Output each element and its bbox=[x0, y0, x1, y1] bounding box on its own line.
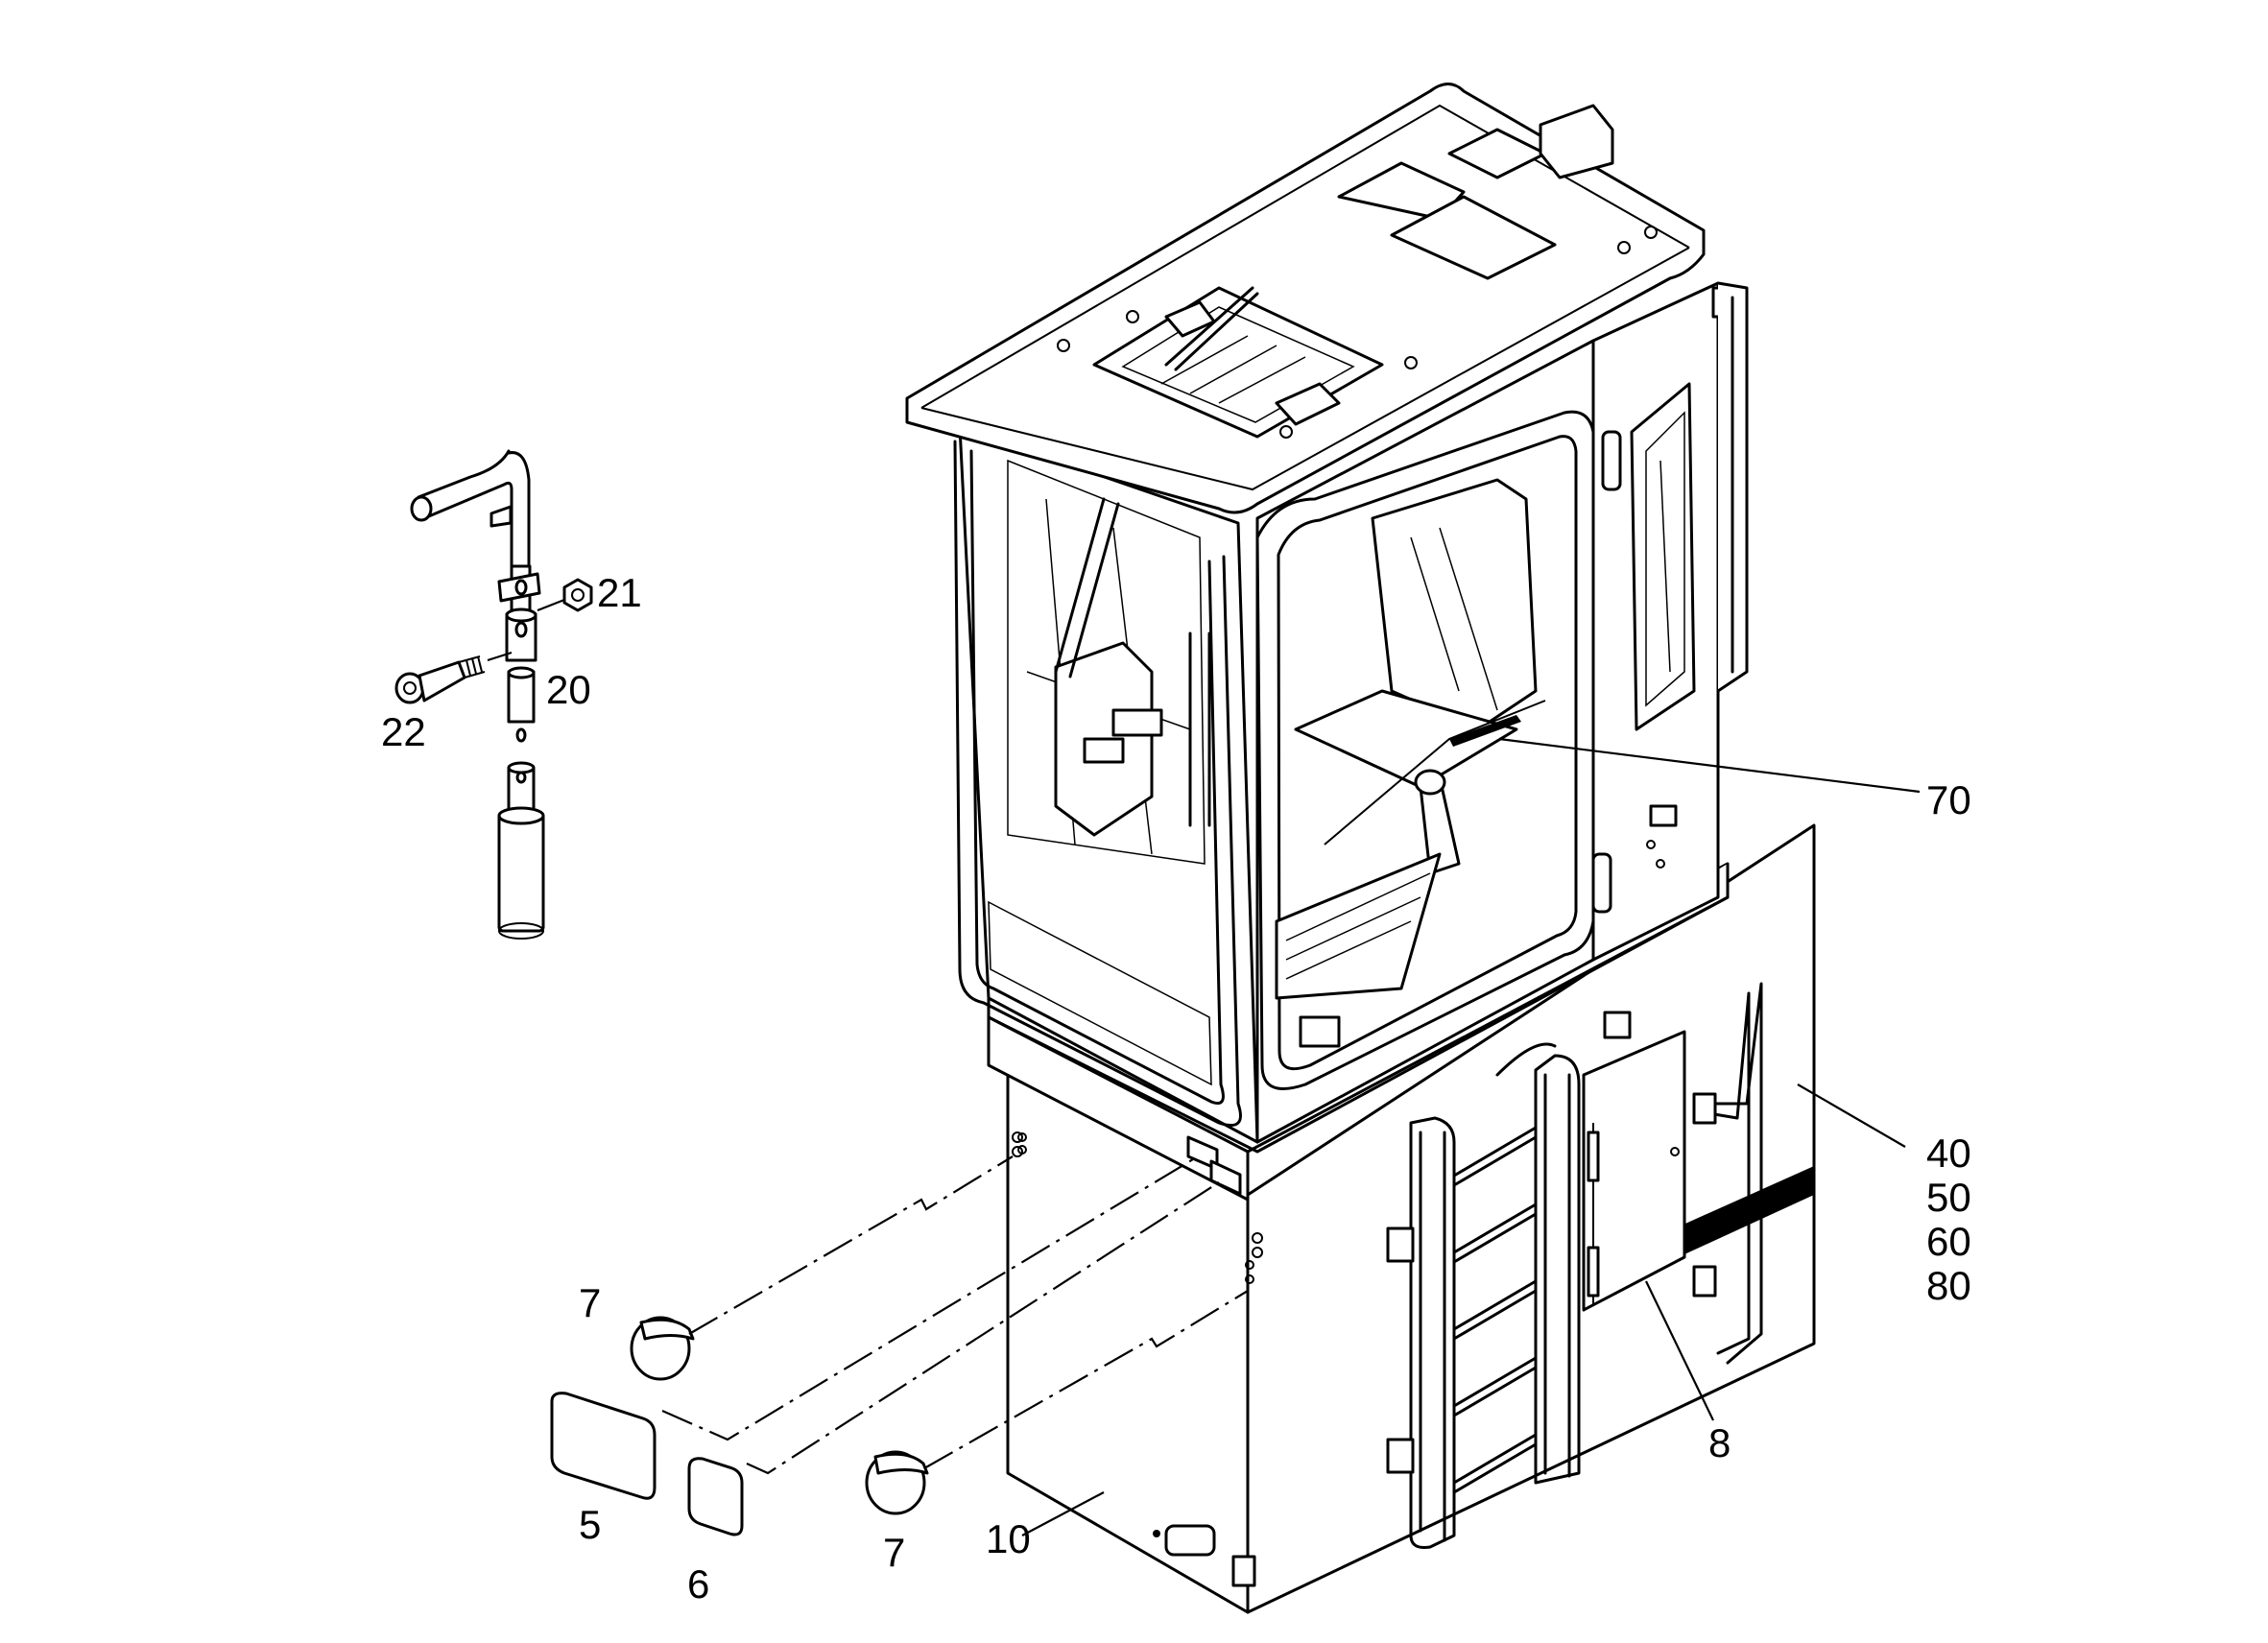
plate-5 bbox=[550, 1392, 657, 1500]
plate-6 bbox=[687, 1457, 744, 1536]
plug-lower bbox=[865, 1450, 929, 1515]
callout-7-upper: 7 bbox=[579, 1280, 601, 1325]
callout-70: 70 bbox=[1926, 777, 1971, 822]
callout-40: 40 bbox=[1926, 1131, 1971, 1176]
connector-plates bbox=[1012, 1131, 1263, 1258]
callout-labels: 21 20 22 70 40 50 60 80 8 7 5 6 7 10 bbox=[381, 570, 1971, 1607]
plug-upper-left bbox=[630, 1316, 695, 1381]
handle-assembly bbox=[394, 449, 593, 940]
ladder bbox=[1386, 1042, 1581, 1549]
side-door bbox=[1582, 982, 1763, 1365]
cab bbox=[905, 83, 1749, 1202]
callout-50: 50 bbox=[1926, 1175, 1971, 1220]
assembly-lines bbox=[661, 1155, 1249, 1475]
callout-60: 60 bbox=[1926, 1219, 1971, 1264]
callout-7-lower: 7 bbox=[883, 1530, 905, 1575]
callout-21: 21 bbox=[597, 570, 642, 615]
leader-lines bbox=[1021, 737, 1921, 1536]
callout-5: 5 bbox=[579, 1502, 601, 1547]
callout-22: 22 bbox=[381, 709, 426, 754]
callout-6: 6 bbox=[687, 1561, 709, 1607]
callout-8: 8 bbox=[1708, 1420, 1731, 1465]
callout-10: 10 bbox=[986, 1516, 1031, 1561]
callout-80: 80 bbox=[1926, 1263, 1971, 1308]
callout-20: 20 bbox=[546, 667, 591, 712]
